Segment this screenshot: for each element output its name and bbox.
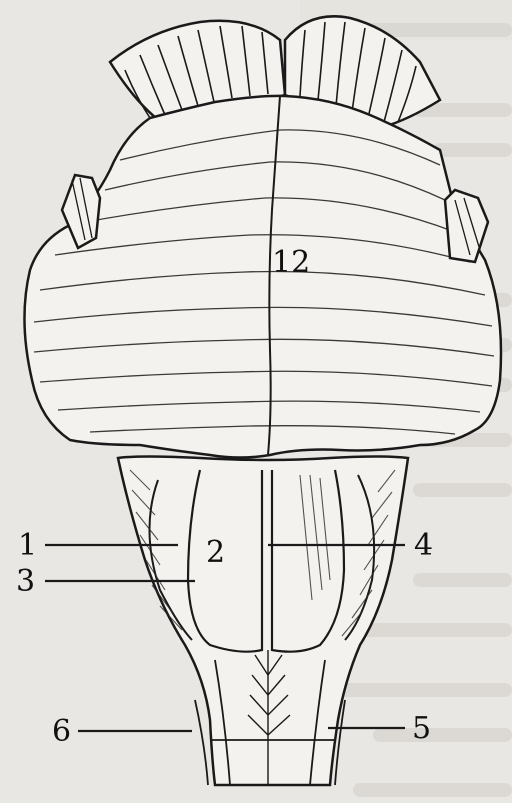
label-5: 5 [412, 711, 431, 746]
right-trigeminal-nerve [445, 190, 488, 262]
label-3: 3 [16, 564, 35, 599]
label-6: 6 [52, 714, 71, 749]
label-4: 4 [414, 528, 433, 563]
label-12: 12 [272, 245, 310, 280]
label-1: 1 [18, 528, 37, 563]
pons-outline [24, 96, 501, 458]
label-2: 2 [206, 535, 225, 570]
pons [24, 96, 501, 458]
medulla-oblongata [118, 457, 408, 786]
